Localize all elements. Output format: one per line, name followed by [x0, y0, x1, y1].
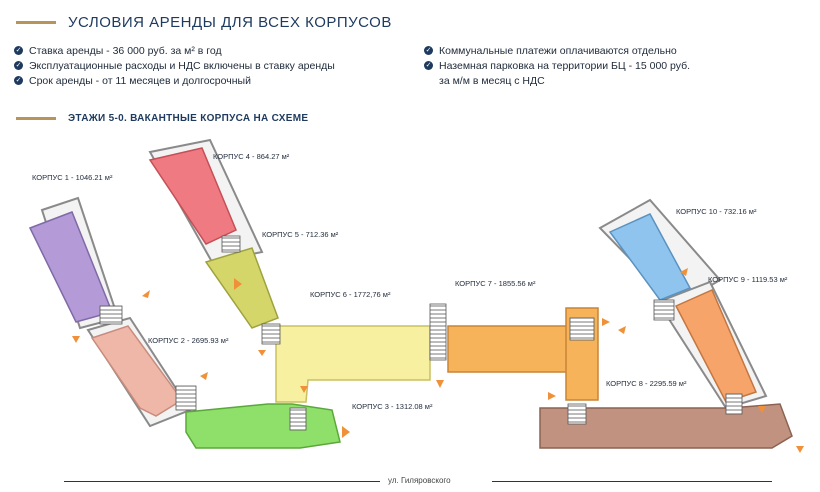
- stairwell: [725, 393, 743, 415]
- condition-text: Коммунальные платежи оплачиваются отдель…: [439, 45, 677, 57]
- condition-text: Ставка аренды - 36 000 руб. за м² в год: [29, 45, 222, 57]
- condition-text: за м/м в месяц с НДС: [439, 75, 545, 87]
- stairwell: [99, 305, 123, 325]
- street-name: ул. Гиляровского: [388, 476, 451, 485]
- label-k3: КОРПУС 3 - 1312.08 м²: [352, 402, 433, 411]
- stairwell: [653, 299, 675, 321]
- entrance-arrow-icon: [72, 336, 80, 343]
- building-k9[interactable]: [674, 289, 758, 403]
- label-k4: КОРПУС 4 - 864.27 м²: [213, 152, 290, 161]
- entrance-arrow-icon: [142, 290, 150, 298]
- building-k5[interactable]: [204, 247, 279, 329]
- stairwell: [569, 317, 595, 341]
- building-k4[interactable]: [148, 147, 237, 245]
- label-k1: КОРПУС 1 - 1046.21 м²: [32, 173, 113, 182]
- check-icon: ✓: [424, 61, 433, 70]
- section-title: ЭТАЖИ 5-0. ВАКАНТНЫЕ КОРПУСА НА СХЕМЕ: [68, 113, 309, 124]
- entrance-arrow-icon: [680, 268, 688, 276]
- label-k10: КОРПУС 10 - 732.16 м²: [676, 207, 757, 216]
- building-k6[interactable]: [275, 325, 431, 403]
- condition-item: ✓ Ставка аренды - 36 000 руб. за м² в го…: [14, 44, 335, 59]
- label-k9: КОРПУС 9 - 1119.53 м²: [708, 275, 788, 284]
- stairwell: [261, 323, 281, 345]
- section-accent-line: [16, 117, 56, 120]
- street-line-right: [492, 481, 772, 482]
- conditions-right-list: ✓ Коммунальные платежи оплачиваются отде…: [424, 44, 690, 89]
- page-title: УСЛОВИЯ АРЕНДЫ ДЛЯ ВСЕХ КОРПУСОВ: [68, 14, 392, 31]
- building-k3[interactable]: [185, 403, 341, 449]
- condition-text: Срок аренды - от 11 месяцев и долгосрочн…: [29, 75, 251, 87]
- entrance-arrow-icon: [436, 380, 444, 388]
- condition-item: ✓ Коммунальные платежи оплачиваются отде…: [424, 44, 690, 59]
- entrance-arrow-icon: [200, 372, 208, 380]
- header: УСЛОВИЯ АРЕНДЫ ДЛЯ ВСЕХ КОРПУСОВ: [16, 14, 392, 31]
- label-k7: КОРПУС 7 - 1855.56 м²: [455, 279, 536, 288]
- check-icon: ✓: [14, 76, 23, 85]
- title-accent-line: [16, 21, 56, 24]
- entrance-arrow-icon: [234, 278, 242, 290]
- condition-item: ✓ Наземная парковка на территории БЦ - 1…: [424, 59, 690, 74]
- building-k2[interactable]: [90, 325, 184, 417]
- condition-text: Эксплуатационные расходы и НДС включены …: [29, 60, 335, 72]
- entrance-arrow-icon: [796, 446, 804, 453]
- building-k7[interactable]: [447, 325, 571, 373]
- street-line-left: [64, 481, 380, 482]
- check-icon: ✓: [14, 61, 23, 70]
- check-icon: ✓: [14, 46, 23, 55]
- section-header: ЭТАЖИ 5-0. ВАКАНТНЫЕ КОРПУСА НА СХЕМЕ: [16, 113, 308, 124]
- entrance-arrow-icon: [618, 326, 626, 334]
- label-k8: КОРПУС 8 - 2295.59 м²: [606, 379, 687, 388]
- condition-item: ✓ Эксплуатационные расходы и НДС включен…: [14, 59, 335, 74]
- entrance-arrow-icon: [342, 426, 350, 438]
- floor-plan: КОРПУС 1 - 1046.21 м² КОРПУС 2 - 2695.93…: [28, 138, 804, 453]
- stairwell: [221, 235, 241, 253]
- entrance-arrow-icon: [758, 406, 766, 413]
- stairwell: [567, 403, 587, 425]
- condition-item: ✓ Срок аренды - от 11 месяцев и долгосро…: [14, 74, 335, 89]
- entrance-arrow-icon: [258, 350, 266, 356]
- entrance-arrow-icon: [602, 318, 610, 326]
- label-k6: КОРПУС 6 - 1772,76 м²: [310, 290, 391, 299]
- stairwell: [289, 407, 307, 431]
- stairwell: [175, 385, 197, 411]
- label-k2: КОРПУС 2 - 2695.93 м²: [148, 336, 229, 345]
- condition-text: Наземная парковка на территории БЦ - 15 …: [439, 60, 691, 72]
- building-k10[interactable]: [608, 213, 692, 301]
- conditions-left-list: ✓ Ставка аренды - 36 000 руб. за м² в го…: [14, 44, 335, 89]
- condition-item-continuation: за м/м в месяц с НДС: [424, 74, 690, 89]
- entrance-arrow-icon: [548, 392, 556, 400]
- label-k5: КОРПУС 5 - 712.36 м²: [262, 230, 339, 239]
- entrance-arrow-icon: [300, 386, 308, 393]
- stairwell: [429, 303, 447, 361]
- check-icon: ✓: [424, 46, 433, 55]
